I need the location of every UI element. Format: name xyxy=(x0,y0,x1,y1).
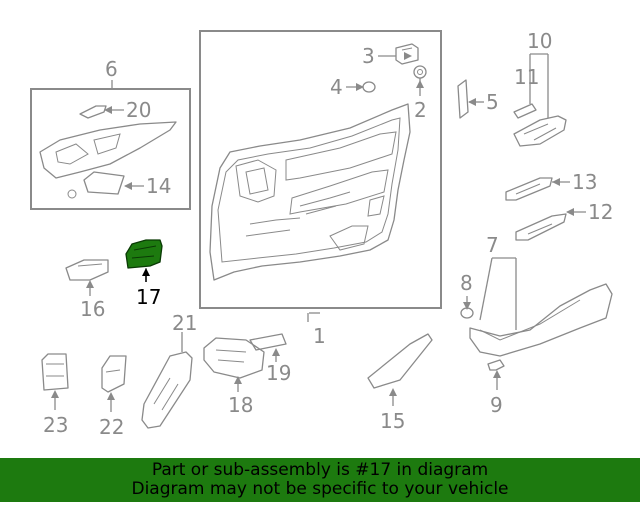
sub-assembly-box xyxy=(30,88,191,210)
callout-13: 13 xyxy=(572,170,597,194)
part-23-drawing xyxy=(41,353,69,391)
callout-16: 16 xyxy=(80,297,105,321)
arrowheads xyxy=(51,52,574,400)
part-15-drawing xyxy=(367,333,433,389)
callout-17[interactable]: 17 xyxy=(136,285,161,309)
part-17-highlighted-drawing[interactable] xyxy=(125,239,163,269)
part-10-drawing xyxy=(513,115,567,147)
callout-4: 4 xyxy=(330,75,343,99)
callout-12: 12 xyxy=(588,200,613,224)
callout-5: 5 xyxy=(486,90,499,114)
part-14-drawing xyxy=(67,171,125,199)
part-4-drawing xyxy=(362,81,376,93)
callout-9: 9 xyxy=(490,393,503,417)
part-13-drawing xyxy=(505,177,553,201)
callout-6: 6 xyxy=(105,57,118,81)
part-7-drawing xyxy=(469,283,613,357)
door-trim-panel-drawing xyxy=(209,103,411,281)
part-2-drawing xyxy=(413,65,427,79)
callout-1: 1 xyxy=(313,324,326,348)
callout-18: 18 xyxy=(228,393,253,417)
part-20-drawing xyxy=(79,105,107,119)
callout-2: 2 xyxy=(414,98,427,122)
part-16-drawing xyxy=(65,259,109,281)
part-12-drawing xyxy=(515,213,567,241)
callout-11: 11 xyxy=(514,65,539,89)
callout-8: 8 xyxy=(460,271,473,295)
part-22-drawing xyxy=(101,355,127,393)
part-18-drawing xyxy=(203,337,265,379)
armrest-trim-drawing xyxy=(39,121,177,179)
callout-22: 22 xyxy=(99,415,124,439)
callout-19: 19 xyxy=(266,361,291,385)
callout-14: 14 xyxy=(146,174,171,198)
callout-3: 3 xyxy=(362,44,375,68)
part-5-drawing xyxy=(457,79,469,119)
part-19-drawing xyxy=(249,333,287,351)
part-9-drawing xyxy=(487,359,505,371)
door-panel-box xyxy=(199,30,442,309)
callout-21: 21 xyxy=(172,311,197,335)
callout-20: 20 xyxy=(126,98,151,122)
callout-labels: 1 2 3 4 5 6 7 8 9 10 11 12 13 14 15 16 1… xyxy=(43,29,613,439)
banner-line-1: Part or sub-assembly is #17 in diagram xyxy=(151,460,489,480)
callout-10: 10 xyxy=(527,29,552,53)
callout-7: 7 xyxy=(486,233,499,257)
banner-line-2: Diagram may not be specific to your vehi… xyxy=(131,479,509,499)
part-3-drawing xyxy=(395,43,419,65)
part-21-drawing xyxy=(141,351,193,429)
callout-23: 23 xyxy=(43,413,68,437)
callout-15: 15 xyxy=(380,409,405,433)
info-banner: Part or sub-assembly is #17 in diagram D… xyxy=(0,458,640,502)
part-11-drawing xyxy=(513,103,537,119)
highlighted-arrowhead xyxy=(142,268,150,282)
